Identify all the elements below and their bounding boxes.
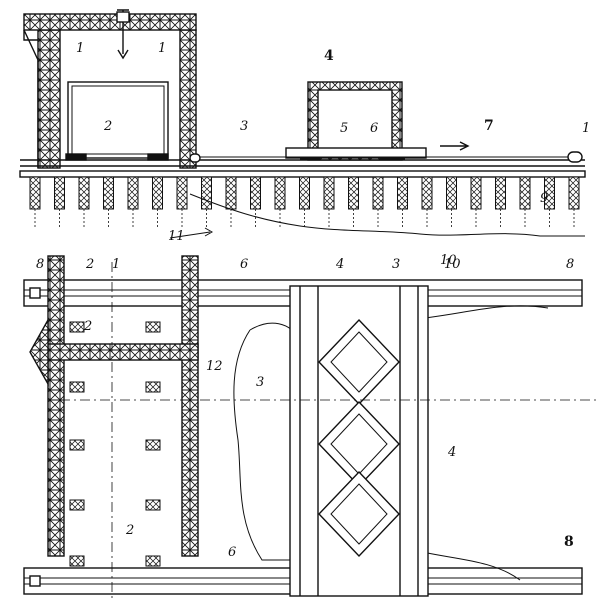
label-8: 8 <box>36 257 44 272</box>
bearing-block <box>69 499 85 511</box>
crane-trolley <box>116 11 130 23</box>
pier <box>495 176 506 228</box>
label-1: 1 <box>158 41 166 56</box>
label-1: 1 <box>582 121 590 136</box>
label-6: 6 <box>228 545 236 560</box>
bearing-blocks <box>69 321 161 567</box>
bearing-block <box>65 153 87 161</box>
pier <box>103 176 114 228</box>
bearing-block <box>147 153 169 161</box>
pier <box>29 176 41 228</box>
plan-callouts: 8 2 1 6 4 3 10 8 2 12 3 4 2 6 8 <box>36 257 574 560</box>
span-diagonal-bracing <box>318 318 400 558</box>
pier <box>54 176 65 228</box>
label-4: 4 <box>335 257 344 272</box>
label-8: 8 <box>566 257 574 272</box>
bearing-block <box>145 499 161 511</box>
pier <box>78 176 90 228</box>
bearing-block <box>69 381 85 393</box>
bracing-diamond <box>318 470 400 558</box>
pier <box>299 176 310 228</box>
label-12: 12 <box>206 359 223 374</box>
plan-view <box>23 255 600 600</box>
label-10: 10 <box>444 257 461 272</box>
pier <box>372 176 384 228</box>
crane-left-leg <box>37 29 61 169</box>
bearing-block <box>145 439 161 451</box>
launched-span-plan <box>289 285 429 597</box>
label-1: 1 <box>76 41 84 56</box>
label-4: 4 <box>324 48 334 64</box>
winch-roller <box>567 151 583 163</box>
pier <box>470 176 482 228</box>
label-8: 8 <box>564 534 574 550</box>
pier <box>519 176 531 228</box>
assembly-platform <box>69 262 161 600</box>
pier <box>274 176 286 228</box>
gantry-crane <box>23 9 197 169</box>
span-element-under-crane <box>65 81 169 161</box>
elevation-callouts: 1 1 2 3 4 5 6 7 1 9 11 10 <box>76 41 590 268</box>
label-3: 3 <box>240 119 248 134</box>
crane-crossbeam-plan <box>47 343 199 361</box>
bearing-block <box>145 381 161 393</box>
crane-leg-plan-left <box>47 255 65 557</box>
river-bank-outline <box>233 305 549 581</box>
track-rails <box>20 141 585 172</box>
label-2: 2 <box>125 523 134 538</box>
pier <box>544 176 555 228</box>
crane-brace <box>23 29 39 168</box>
pier <box>421 176 433 228</box>
label-2: 2 <box>103 119 112 134</box>
pier <box>152 176 163 228</box>
crane-leg-plan-right <box>181 255 199 557</box>
pier <box>250 176 261 228</box>
launching-carriage <box>285 147 427 159</box>
pier-row <box>29 176 580 228</box>
label-2: 2 <box>85 257 94 272</box>
launched-span <box>285 81 427 161</box>
label-7: 7 <box>484 118 494 134</box>
label-9: 9 <box>540 191 548 206</box>
traction-rope-roller <box>189 153 201 163</box>
pier <box>127 176 139 228</box>
water-arrow <box>169 227 214 239</box>
pier <box>568 176 580 228</box>
pier <box>201 176 212 228</box>
label-6: 6 <box>370 121 378 136</box>
pile-trestle <box>19 170 586 228</box>
label-2: 2 <box>83 319 92 334</box>
pier <box>176 176 188 228</box>
label-4: 4 <box>447 445 456 460</box>
pier <box>397 176 408 228</box>
bearing-block <box>69 439 85 451</box>
crane-right-leg <box>179 29 197 169</box>
bearing-block <box>145 555 161 567</box>
label-5: 5 <box>340 121 348 136</box>
label-10: 10 <box>440 253 457 268</box>
label-6: 6 <box>240 257 248 272</box>
pier <box>225 176 237 228</box>
label-3: 3 <box>256 375 264 390</box>
bearing-block <box>145 321 161 333</box>
bearing-block <box>69 321 85 333</box>
pier <box>446 176 457 228</box>
direction-arrow <box>440 141 470 151</box>
elevation-view <box>19 9 586 239</box>
label-11: 11 <box>168 229 185 244</box>
pier <box>323 176 335 228</box>
label-1: 1 <box>112 257 120 272</box>
label-3: 3 <box>392 257 400 272</box>
river-bed-line <box>189 193 585 237</box>
bearing-block <box>69 555 85 567</box>
crane-top-beam <box>23 13 197 31</box>
pier <box>348 176 359 228</box>
crane-brace-plan <box>29 317 49 387</box>
